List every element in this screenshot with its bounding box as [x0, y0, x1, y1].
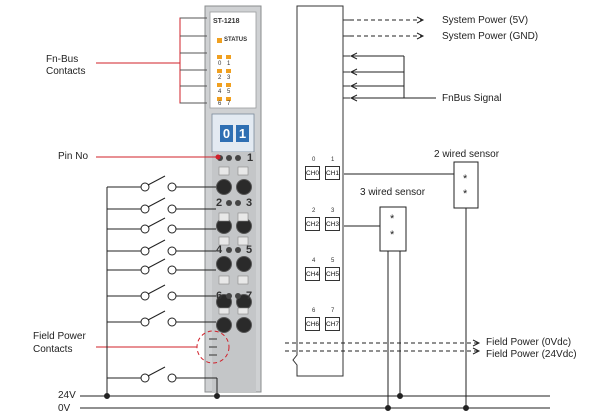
two-wired-sensor-label: 2 wired sensor — [434, 149, 500, 160]
pin-number-7: 7 — [246, 290, 253, 302]
field-power-0vdc-label: Field Power (0Vdc) — [486, 337, 572, 348]
fnbus-ticks — [180, 17, 207, 104]
fnbus-signal-label: FnBus Signal — [442, 93, 502, 104]
module-label-card — [209, 11, 257, 109]
switches — [107, 175, 217, 383]
system-power-5v-label: System Power (5V) — [442, 15, 529, 26]
led-label-5: 5 — [227, 89, 231, 95]
channel-number-1: 1 — [331, 157, 335, 163]
io-module — [204, 5, 262, 393]
channel-number-2: 2 — [312, 208, 316, 214]
three-wired-sensor-label: 3 wired sensor — [360, 187, 426, 198]
internal-schematic — [292, 5, 436, 377]
status-label: STATUS — [224, 37, 248, 43]
channel-number-0: 0 — [312, 157, 316, 163]
led-label-2: 2 — [218, 75, 222, 81]
channel-number-6: 6 — [312, 308, 316, 314]
display-digit-0: 0 — [220, 125, 233, 142]
three-wired-sensor-mark-1: * — [390, 213, 395, 225]
led-label-7: 7 — [227, 101, 231, 107]
channel-box-ch5: CH5 — [325, 267, 340, 281]
sensor-wiring — [344, 161, 479, 408]
terminal-block — [212, 152, 256, 392]
channel-number-3: 3 — [331, 208, 335, 214]
display-digit-1: 1 — [236, 125, 249, 142]
two-wired-sensor-mark-1: * — [463, 173, 468, 185]
pin-number-4: 4 — [216, 244, 223, 256]
channel-number-4: 4 — [312, 258, 316, 264]
power-rails — [80, 378, 550, 411]
field-power-contact-pins — [209, 338, 217, 356]
rail-0v-label: 0V — [58, 403, 71, 414]
pin-number-1: 1 — [247, 152, 254, 164]
switch-wiring — [106, 175, 217, 396]
fnbus-signal-arrows — [349, 52, 436, 102]
pin-number-2: 2 — [216, 197, 223, 209]
module-model-label: ST-1218 — [213, 18, 240, 25]
channel-box-ch3: CH3 — [325, 217, 340, 231]
field-power-24vdc-label: Field Power (24Vdc) — [486, 349, 577, 360]
channel-box-ch4: CH4 — [305, 267, 320, 281]
led-label-3: 3 — [227, 75, 231, 81]
field-power-arrows — [285, 339, 481, 355]
field-power-contacts-label-line1: Field Power — [33, 331, 86, 342]
fnbus-contacts-label-line2: Contacts — [46, 66, 86, 77]
channel-leds — [217, 55, 231, 101]
status-led — [217, 38, 222, 43]
led-label-6: 6 — [218, 101, 222, 107]
channel-box-ch7: CH7 — [325, 317, 340, 331]
rail-24v-label: 24V — [58, 390, 76, 401]
channel-box-ch6: CH6 — [305, 317, 320, 331]
fnbus-contacts-label-line1: Fn-Bus — [46, 54, 79, 65]
system-power-arrows — [350, 16, 425, 40]
channel-box-ch0: CH0 — [305, 166, 320, 180]
three-wired-sensor-box — [379, 206, 407, 252]
two-wired-sensor-box — [453, 161, 479, 209]
system-power-gnd-label: System Power (GND) — [442, 31, 539, 42]
pin-number-6: 6 — [216, 290, 223, 302]
channel-number-7: 7 — [331, 308, 335, 314]
channel-box-ch2: CH2 — [305, 217, 320, 231]
terminal-release-slots — [218, 166, 249, 315]
three-wired-sensor-mark-2: * — [390, 229, 395, 241]
fnbus-bracket — [179, 17, 207, 104]
led-label-1: 1 — [227, 61, 231, 67]
field-power-contacts-label-line2: Contacts — [33, 344, 73, 355]
channel-number-5: 5 — [331, 258, 335, 264]
pin-no-label: Pin No — [58, 151, 89, 162]
led-label-0: 0 — [218, 61, 222, 67]
led-label-4: 4 — [218, 89, 222, 95]
channel-box-ch1: CH1 — [325, 166, 340, 180]
pin-number-3: 3 — [246, 197, 253, 209]
field-power-callout-circle — [196, 330, 230, 364]
internal-fnbus-stubs — [343, 19, 350, 99]
pin-number-5: 5 — [246, 244, 253, 256]
two-wired-sensor-mark-2: * — [463, 188, 468, 200]
